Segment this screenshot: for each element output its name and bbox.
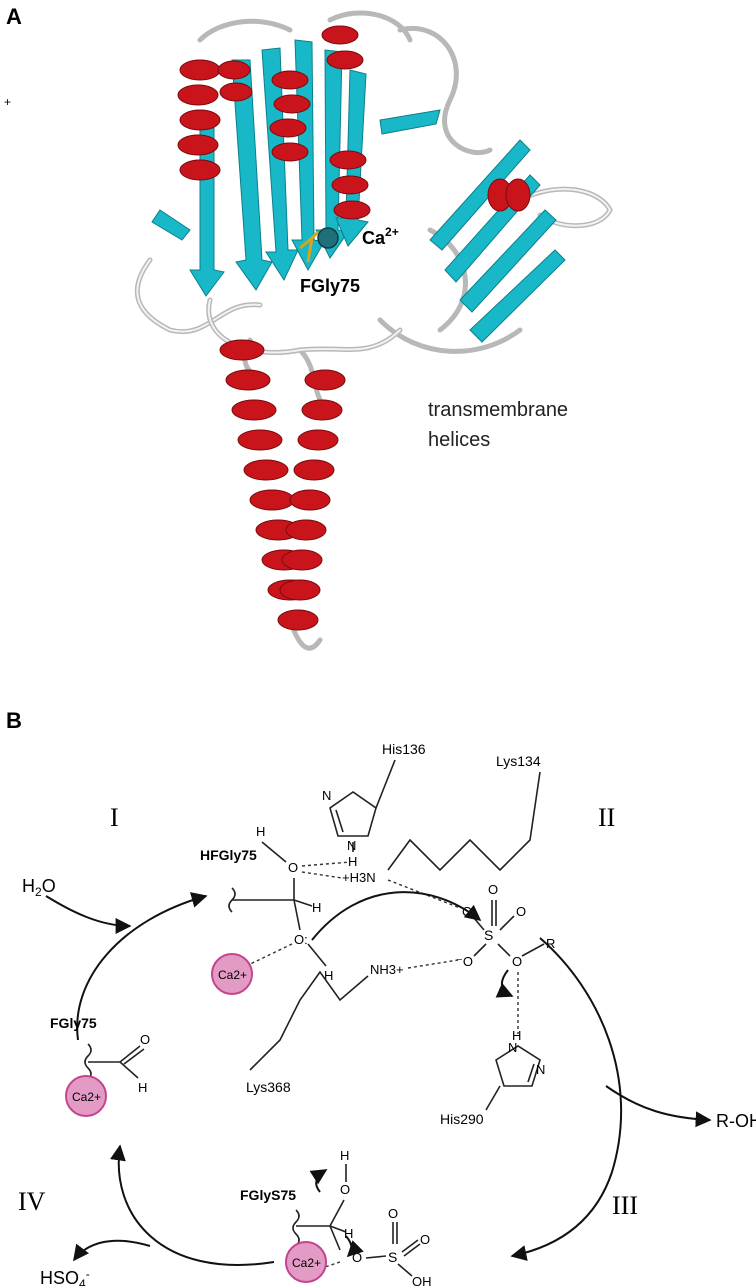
calcium-label-fglys: Ca2+ (292, 1256, 321, 1270)
his136-n-top: N (322, 788, 331, 803)
his290-label: His290 (440, 1111, 484, 1127)
hfgly-h-bottom: H (324, 968, 333, 983)
calcium-circle-hfgly (211, 953, 253, 995)
nh3-label: NH3+ (370, 962, 404, 977)
panel-a-mark: + (4, 95, 11, 109)
fglys75-label: FGlyS75 (240, 1187, 296, 1203)
calcium-label: Ca2+ (362, 225, 399, 248)
calcium-circle-fglys (285, 1241, 327, 1283)
fgly75-label: FGly75 (50, 1015, 97, 1031)
hfgly-h-right: H (312, 900, 321, 915)
svg-text:O: O (512, 954, 522, 969)
transmembrane-label-line2: helices (428, 429, 490, 451)
calcium-label-hfgly: Ca2+ (218, 968, 247, 982)
panel-b-letter: B (6, 708, 22, 733)
calcium-label-fgly: Ca2+ (72, 1090, 101, 1104)
his136-ring (329, 759, 396, 852)
calcium-circle-fgly (65, 1075, 107, 1117)
fglys-o-right: O (420, 1232, 430, 1247)
fgly-o: O (140, 1032, 150, 1047)
fglys-o-top: O (340, 1182, 350, 1197)
h3n-label: +H3N (342, 870, 376, 885)
his136-h: H (348, 854, 357, 869)
his290-n-top: N (508, 1040, 517, 1055)
step-iv: IV (18, 1187, 46, 1216)
fgly75-label: FGly75 (300, 276, 360, 296)
fglys-h-right: H (344, 1226, 353, 1241)
lys134-chain (387, 771, 541, 872)
svg-text:R: R (546, 936, 555, 951)
lys368-label: Lys368 (246, 1079, 291, 1095)
transmembrane-label-line1: transmembrane (428, 399, 568, 421)
his136-label: His136 (382, 741, 426, 757)
step-ii: II (598, 803, 615, 832)
hfgly-o-bottom: O: (294, 932, 308, 947)
fglys-o-upper: O (388, 1206, 398, 1221)
fglys-o-link: O (352, 1250, 362, 1265)
his136-n-bottom: N (347, 838, 356, 853)
calcium-ion-sphere (317, 227, 339, 249)
his290-h: H (512, 1028, 521, 1043)
step-iii: III (612, 1191, 638, 1220)
panel-b: B I II III IV N N H His136 Lys134 HFGly7… (6, 708, 756, 1286)
his290-n-right: N (536, 1062, 545, 1077)
hfgly-h-top: H (256, 824, 265, 839)
fglys-s: S (388, 1249, 397, 1265)
hfgly75-label: HFGly75 (200, 847, 257, 863)
lys368-chain (249, 970, 369, 1071)
panel-a-letter: A (6, 4, 22, 29)
water-label: H2O (22, 876, 56, 899)
fglys-oh: OH (412, 1274, 432, 1286)
lys134-label: Lys134 (496, 753, 541, 769)
svg-text:S: S (484, 927, 493, 943)
protein-ribbon (134, 10, 613, 651)
svg-text:⁻O: ⁻O (456, 954, 473, 969)
panel-a: A + (4, 4, 613, 651)
his290-ring (485, 1045, 541, 1111)
fgly-h: H (138, 1080, 147, 1095)
product-label: R-OH (716, 1111, 756, 1131)
fgly-stick (299, 230, 320, 263)
step-i: I (110, 803, 119, 832)
svg-text:O: O (488, 882, 498, 897)
svg-text:O: O (516, 904, 526, 919)
fglys-h-top: H (340, 1148, 349, 1163)
hfgly-o-top: O (288, 860, 298, 875)
sulfate-label: HSO4- (40, 1267, 90, 1286)
